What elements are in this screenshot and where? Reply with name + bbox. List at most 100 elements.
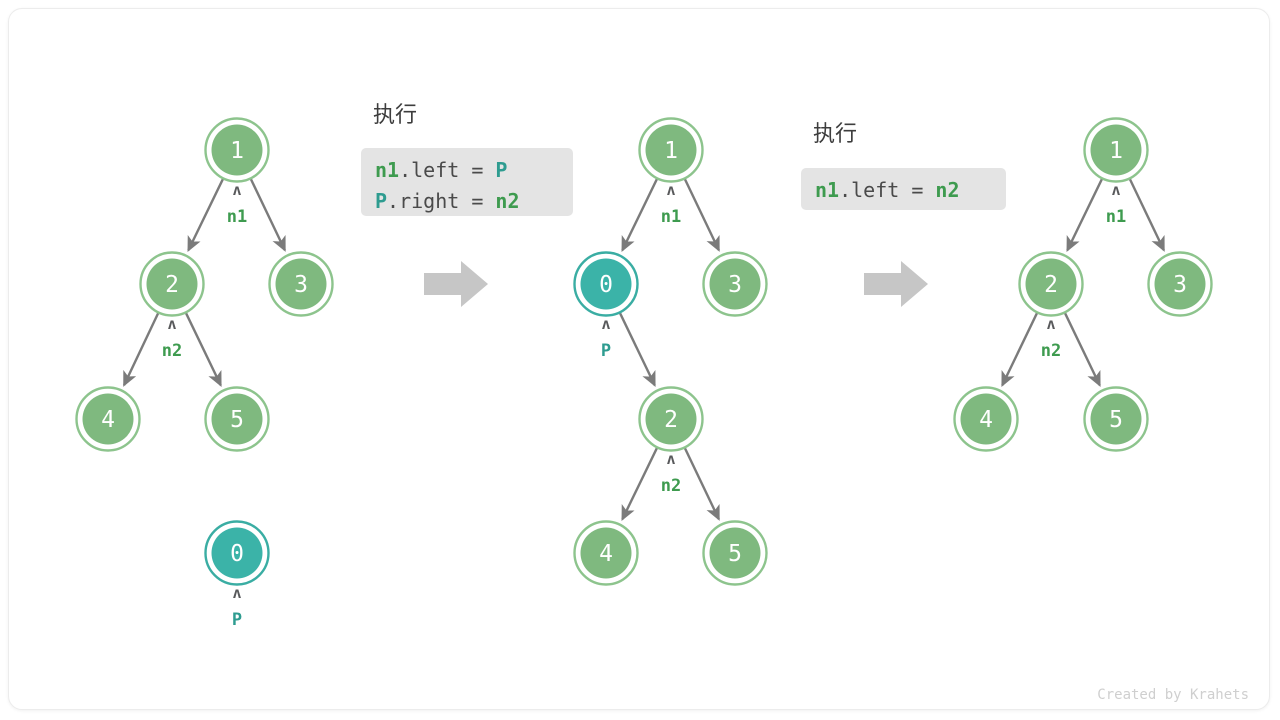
code-token: n2 (495, 189, 519, 213)
node-value: 4 (599, 541, 613, 567)
code-block: n1.left = PP.right = n2 (361, 148, 573, 216)
pointer-label: n1 (1106, 207, 1126, 227)
step-arrow-icon (864, 261, 928, 307)
tree-node[interactable]: 5 (204, 386, 270, 452)
tree-edge (1066, 178, 1104, 252)
node-value: 1 (1109, 138, 1123, 164)
code-token: .left = (839, 178, 935, 202)
node-value: 5 (230, 407, 244, 433)
node-outer-ring (268, 251, 334, 317)
code-token: n1 (815, 178, 839, 202)
node-outer-ring (638, 117, 704, 183)
tree-edge (1001, 312, 1039, 387)
node-value: 5 (728, 541, 742, 567)
code-token: .left = (399, 158, 495, 182)
tree-node[interactable]: 2 (1018, 251, 1084, 317)
tree-node[interactable]: 0 (573, 251, 639, 317)
panel-heading: 执行 (813, 122, 857, 147)
node-circle (580, 258, 632, 310)
pointer-label: P (232, 610, 242, 630)
edge-line (184, 312, 222, 387)
code-block: n1.left = n2 (801, 168, 1006, 210)
tree-edge (621, 178, 659, 252)
node-outer-ring (702, 520, 768, 586)
node-outer-ring (573, 251, 639, 317)
pointer-caret-icon: ʌ (1111, 181, 1120, 199)
node-circle (211, 393, 263, 445)
tree-node[interactable]: 3 (702, 251, 768, 317)
node-outer-ring (1147, 251, 1213, 317)
tree-edge (1063, 312, 1101, 387)
edge-line (187, 178, 225, 252)
tree-edge (249, 178, 286, 252)
node-circle (960, 393, 1012, 445)
tree-node[interactable]: 1 (1083, 117, 1149, 183)
node-outer-ring (638, 386, 704, 452)
tree-edge (621, 447, 659, 521)
edge-line (1066, 178, 1104, 252)
node-circle (709, 258, 761, 310)
node-circle (275, 258, 327, 310)
nodes-layer: 1 2 3 4 5 0 1 0 3 2 4 5 1 2 3 4 5 (75, 117, 1213, 586)
block-arrows-layer (424, 261, 928, 307)
edge-line (618, 312, 656, 387)
node-value: 5 (1109, 407, 1123, 433)
tree-edge (187, 178, 225, 252)
edge-line (1063, 312, 1101, 387)
tree-node[interactable]: 0 (204, 520, 270, 586)
tree-node[interactable]: 2 (139, 251, 205, 317)
node-value: 3 (728, 272, 742, 298)
tree-edge (122, 312, 160, 387)
tree-node[interactable]: 1 (204, 117, 270, 183)
pointer-caret-icon: ʌ (167, 315, 176, 333)
node-outer-ring (953, 386, 1019, 452)
tree-node[interactable]: 3 (268, 251, 334, 317)
node-outer-ring (1018, 251, 1084, 317)
edge-line (621, 447, 659, 521)
tree-node[interactable]: 4 (75, 386, 141, 452)
tree-node[interactable]: 1 (638, 117, 704, 183)
node-circle (1090, 124, 1142, 176)
node-value: 2 (165, 272, 179, 298)
node-circle (645, 124, 697, 176)
pointer-caret-icon: ʌ (666, 450, 675, 468)
step-arrow-icon (424, 261, 488, 307)
node-pointer-annotation: ʌn2 (162, 315, 182, 361)
edge-line (1128, 178, 1165, 252)
node-circle (82, 393, 134, 445)
code-block-background (801, 168, 1006, 210)
code-token: .right = (387, 189, 495, 213)
node-value: 1 (664, 138, 678, 164)
tree-node[interactable]: 2 (638, 386, 704, 452)
panel-heading: 执行 (373, 103, 417, 128)
node-circle (580, 527, 632, 579)
tree-node[interactable]: 5 (1083, 386, 1149, 452)
node-value: 3 (294, 272, 308, 298)
node-value: 4 (979, 407, 993, 433)
tree-node[interactable]: 4 (953, 386, 1019, 452)
edge-line (621, 178, 659, 252)
pointer-label: n2 (1041, 341, 1061, 361)
node-outer-ring (702, 251, 768, 317)
node-pointer-annotation: ʌP (232, 584, 242, 630)
edge-line (1001, 312, 1039, 387)
node-value: 2 (1044, 272, 1058, 298)
pointer-caret-icon: ʌ (232, 584, 241, 602)
pointer-label: P (601, 341, 611, 361)
tree-node[interactable]: 3 (1147, 251, 1213, 317)
node-value: 3 (1173, 272, 1187, 298)
tree-node[interactable]: 5 (702, 520, 768, 586)
pointer-caret-icon: ʌ (232, 181, 241, 199)
edges-layer (122, 178, 1165, 521)
node-circle (1154, 258, 1206, 310)
tree-edge (618, 312, 656, 387)
tree-node[interactable]: 4 (573, 520, 639, 586)
node-value: 4 (101, 407, 115, 433)
credit-text: Created by Krahets (1097, 687, 1249, 703)
tree-edge (683, 447, 720, 521)
node-outer-ring (204, 117, 270, 183)
code-token: P (375, 189, 387, 213)
